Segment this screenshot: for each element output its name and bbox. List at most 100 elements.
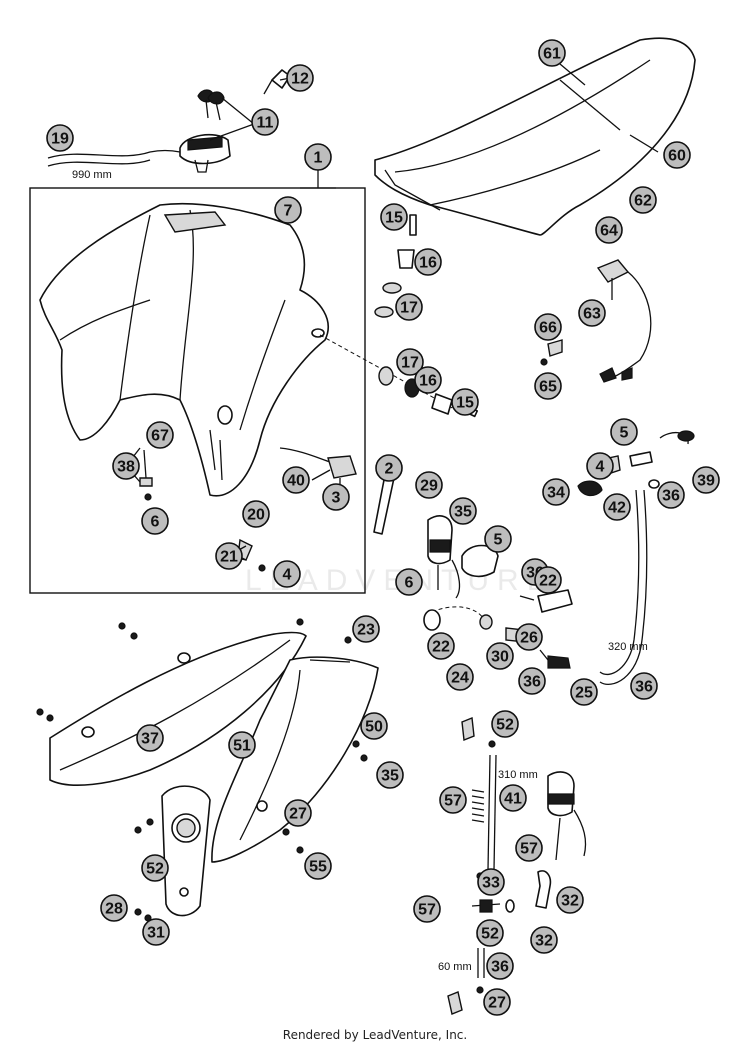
callout-3: 3	[322, 483, 350, 511]
callout-25: 25	[570, 678, 598, 706]
fuel-line-60[interactable]: 60 mm	[438, 948, 485, 978]
fuel-cap[interactable]	[179, 133, 231, 173]
callout-36: 36	[630, 672, 658, 700]
callout-64: 64	[595, 216, 623, 244]
callout-31: 31	[142, 918, 170, 946]
callout-number: 27	[289, 806, 307, 823]
hose-length-310: 310 mm	[498, 769, 538, 781]
callout-number: 15	[456, 395, 474, 412]
callout-number: 21	[220, 549, 238, 566]
keys[interactable]	[197, 89, 225, 121]
callout-24: 24	[446, 663, 474, 691]
callout-21: 21	[215, 542, 243, 570]
fuel-tap-bracket[interactable]	[519, 589, 573, 613]
callout-27: 27	[483, 988, 511, 1016]
callout-67: 67	[146, 421, 174, 449]
callout-number: 36	[523, 674, 541, 691]
callout-number: 41	[504, 791, 522, 808]
fuel-tap-clamp[interactable]	[461, 544, 499, 578]
callout-number: 17	[401, 355, 419, 372]
callout-number: 28	[105, 901, 123, 918]
vent-hose-320[interactable]: 320 mm	[599, 489, 648, 685]
callout-7: 7	[274, 196, 302, 224]
callout-11: 11	[251, 108, 279, 136]
callout-number: 36	[491, 959, 509, 976]
tank-assembly-frame	[29, 187, 366, 594]
callout-number: 64	[600, 223, 618, 240]
callout-number: 42	[608, 500, 626, 517]
callout-16: 16	[414, 366, 442, 394]
callout-number: 61	[543, 46, 561, 63]
callout-5: 5	[484, 525, 512, 553]
seat-latch[interactable]	[540, 339, 563, 366]
callout-number: 36	[662, 488, 680, 505]
callout-15: 15	[451, 388, 479, 416]
fuel-line-310[interactable]: 310 mm	[487, 754, 538, 871]
callout-60: 60	[663, 141, 691, 169]
callout-number: 24	[451, 670, 469, 687]
callout-number: 57	[520, 841, 538, 858]
callout-number: 51	[233, 738, 251, 755]
breather-hose[interactable]: 990 mm	[47, 149, 181, 182]
callout-27: 27	[284, 799, 312, 827]
callout-50: 50	[360, 712, 388, 740]
callout-number: 23	[357, 622, 375, 639]
side-panel-right[interactable]	[211, 656, 379, 863]
callout-number: 67	[151, 428, 169, 445]
callout-number: 3	[332, 490, 341, 507]
callout-number: 33	[482, 875, 500, 892]
fuel-tap[interactable]	[427, 515, 461, 599]
elbow-hose[interactable]	[535, 870, 552, 909]
key-blank[interactable]	[263, 69, 291, 95]
callout-61: 61	[538, 39, 566, 67]
callout-57: 57	[439, 786, 467, 814]
callout-number: 32	[535, 933, 553, 950]
fuel-tank[interactable]	[39, 202, 329, 497]
callout-number: 63	[583, 306, 601, 323]
fuel-hose-short[interactable]	[373, 477, 395, 535]
callout-22: 22	[427, 632, 455, 660]
callout-5: 5	[610, 418, 638, 446]
fuel-tap-mount-left[interactable]	[139, 449, 153, 501]
callout-number: 66	[539, 320, 557, 337]
callout-number: 65	[539, 379, 557, 396]
callout-number: 7	[284, 203, 293, 220]
tee-fitting[interactable]	[471, 899, 515, 913]
side-panel-left[interactable]	[49, 631, 307, 786]
callout-number: 1	[314, 150, 323, 167]
callout-51: 51	[228, 731, 256, 759]
callout-36: 36	[486, 952, 514, 980]
number-plate-bracket[interactable]	[161, 785, 211, 917]
callout-2: 2	[375, 454, 403, 482]
callout-57: 57	[515, 834, 543, 862]
hose-loop[interactable]	[423, 606, 493, 631]
fuel-tap-lower[interactable]	[547, 771, 587, 861]
callout-number: 5	[620, 425, 629, 442]
callout-4: 4	[586, 452, 614, 480]
callout-number: 35	[381, 768, 399, 785]
callout-20: 20	[242, 500, 270, 528]
callout-35: 35	[449, 497, 477, 525]
hose-length-320: 320 mm	[608, 641, 648, 653]
callout-34: 34	[542, 478, 570, 506]
callout-number: 4	[596, 459, 605, 476]
callout-number: 2	[385, 461, 394, 478]
footer-credit: Rendered by LeadVenture, Inc.	[282, 1028, 468, 1042]
callout-12: 12	[286, 64, 314, 92]
callout-40: 40	[282, 466, 310, 494]
callout-6: 6	[395, 568, 423, 596]
callout-number: 4	[283, 567, 292, 584]
callout-39: 39	[692, 466, 720, 494]
callout-number: 62	[634, 193, 652, 210]
fastener-set-upper[interactable]	[374, 214, 417, 318]
callout-57: 57	[413, 895, 441, 923]
panel-screws[interactable]	[36, 618, 368, 922]
seat-lock-bracket[interactable]	[596, 259, 652, 383]
callout-number: 27	[488, 995, 506, 1012]
tank-sensor-bracket[interactable]	[279, 447, 357, 490]
callout-28: 28	[100, 894, 128, 922]
seat[interactable]	[374, 37, 696, 236]
callout-number: 22	[432, 639, 450, 656]
callout-number: 52	[481, 926, 499, 943]
spring[interactable]	[471, 789, 485, 823]
